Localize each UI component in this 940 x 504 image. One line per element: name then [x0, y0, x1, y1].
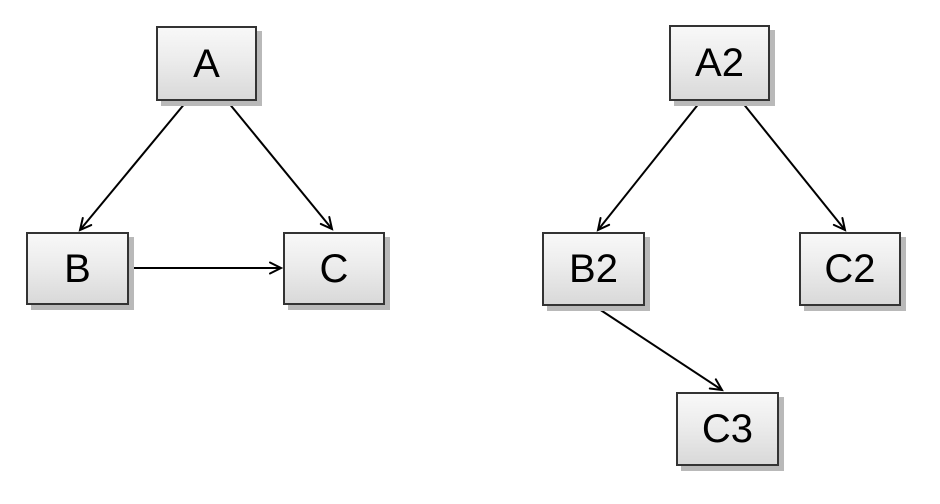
- node-A2-label: A2: [695, 41, 744, 85]
- edge-A-C[interactable]: [227, 101, 334, 231]
- edge-A2-B2[interactable]: [596, 101, 701, 232]
- node-C2-label: C2: [824, 247, 876, 291]
- node-C-label: C: [319, 246, 349, 291]
- edge-A2-C2[interactable]: [741, 101, 847, 232]
- node-C3-label: C3: [701, 407, 754, 451]
- node-B[interactable]: B: [26, 232, 129, 305]
- node-C[interactable]: C: [283, 232, 385, 305]
- node-C2[interactable]: C2: [799, 232, 901, 306]
- node-B2-label: B2: [569, 247, 618, 291]
- node-A[interactable]: A: [156, 26, 257, 101]
- node-B-label: B: [64, 246, 91, 291]
- edge-A-B[interactable]: [78, 101, 187, 232]
- edge-B2-C3[interactable]: [595, 306, 724, 392]
- node-A2[interactable]: A2: [669, 25, 770, 101]
- node-A-label: A: [193, 41, 220, 86]
- node-C3[interactable]: C3: [676, 392, 779, 466]
- node-B2[interactable]: B2: [542, 232, 645, 306]
